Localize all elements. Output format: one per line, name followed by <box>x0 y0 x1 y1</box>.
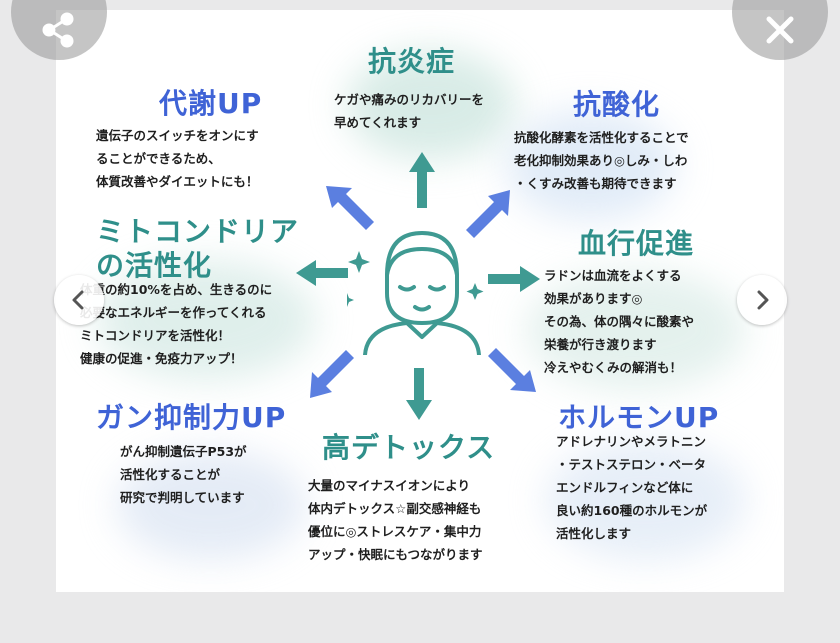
arrow-right <box>488 266 540 292</box>
metabolism-text: 遺伝子のスイッチをオンにす ることができるため、 体質改善やダイエットにも！ <box>96 128 259 189</box>
arrow-down-right <box>488 348 536 392</box>
detox-text: 大量のマイナスイオンにより 体内デトックス☆副交感神経も 優位に◎ストレスケア・… <box>308 478 483 562</box>
mitochondria-text: 体重の約10%を占め、生きるのに 必要なエネルギーを作ってくれる ミトコンドリア… <box>80 282 273 366</box>
hormone-title: ホルモンUP <box>558 401 720 434</box>
arrow-left <box>296 260 348 286</box>
chevron-right-icon <box>757 290 769 310</box>
mitochondria-title-1: ミトコンドリア <box>96 215 300 248</box>
circulation-title: 血行促進 <box>578 227 695 260</box>
relaxed-face-illustration <box>347 231 484 355</box>
share-icon <box>42 12 74 48</box>
antioxidant-text: 抗酸化酵素を活性化することで 老化抑制効果あり◎しみ・しわ ・くすみ改善も期待で… <box>514 130 689 191</box>
circulation-text: ラドンは血流をよくする 効果があります◎ その為、体の隅々に酸素や 栄養が行き渡… <box>544 268 695 375</box>
arrow-up <box>409 152 435 208</box>
mitochondria-title-2: の活性化 <box>96 249 213 282</box>
watercolor-wash <box>116 450 306 560</box>
anti-inflammation-text: ケガや痛みのリカバリーを 早めてくれます <box>334 92 485 130</box>
watercolor-wash <box>526 270 746 390</box>
arrow-up-left <box>326 186 374 230</box>
next-image-button[interactable] <box>737 275 787 325</box>
antioxidant-title: 抗酸化 <box>573 88 661 121</box>
chevron-left-icon <box>72 290 84 310</box>
watercolor-wash <box>96 260 316 380</box>
arrow-up-right <box>466 190 510 238</box>
watercolor-wash <box>546 440 746 560</box>
cancer-suppression-text: がん抑制遺伝子P53が 活性化することが 研究で判明しています <box>120 444 247 505</box>
hormone-text: アドレナリンやメラトニン ・テストステロン・ベータ エンドルフィンなど体に 良い… <box>556 434 708 541</box>
watercolor-wash <box>346 50 516 160</box>
viewer-bottom-area <box>0 592 840 643</box>
anti-inflammation-title: 抗炎症 <box>368 45 456 78</box>
infographic-image: 抗炎症 ケガや痛みのリカバリーを 早めてくれます 代謝UP 遺伝子のスイッチをオ… <box>56 10 784 592</box>
metabolism-title: 代謝UP <box>159 87 263 120</box>
arrow-down <box>406 368 432 420</box>
detox-title: 高デトックス <box>322 431 496 464</box>
close-icon <box>766 16 794 44</box>
arrow-down-left <box>310 350 354 398</box>
previous-image-button[interactable] <box>54 275 104 325</box>
watercolor-wash <box>506 110 676 220</box>
cancer-suppression-title: ガン抑制力UP <box>96 401 287 434</box>
